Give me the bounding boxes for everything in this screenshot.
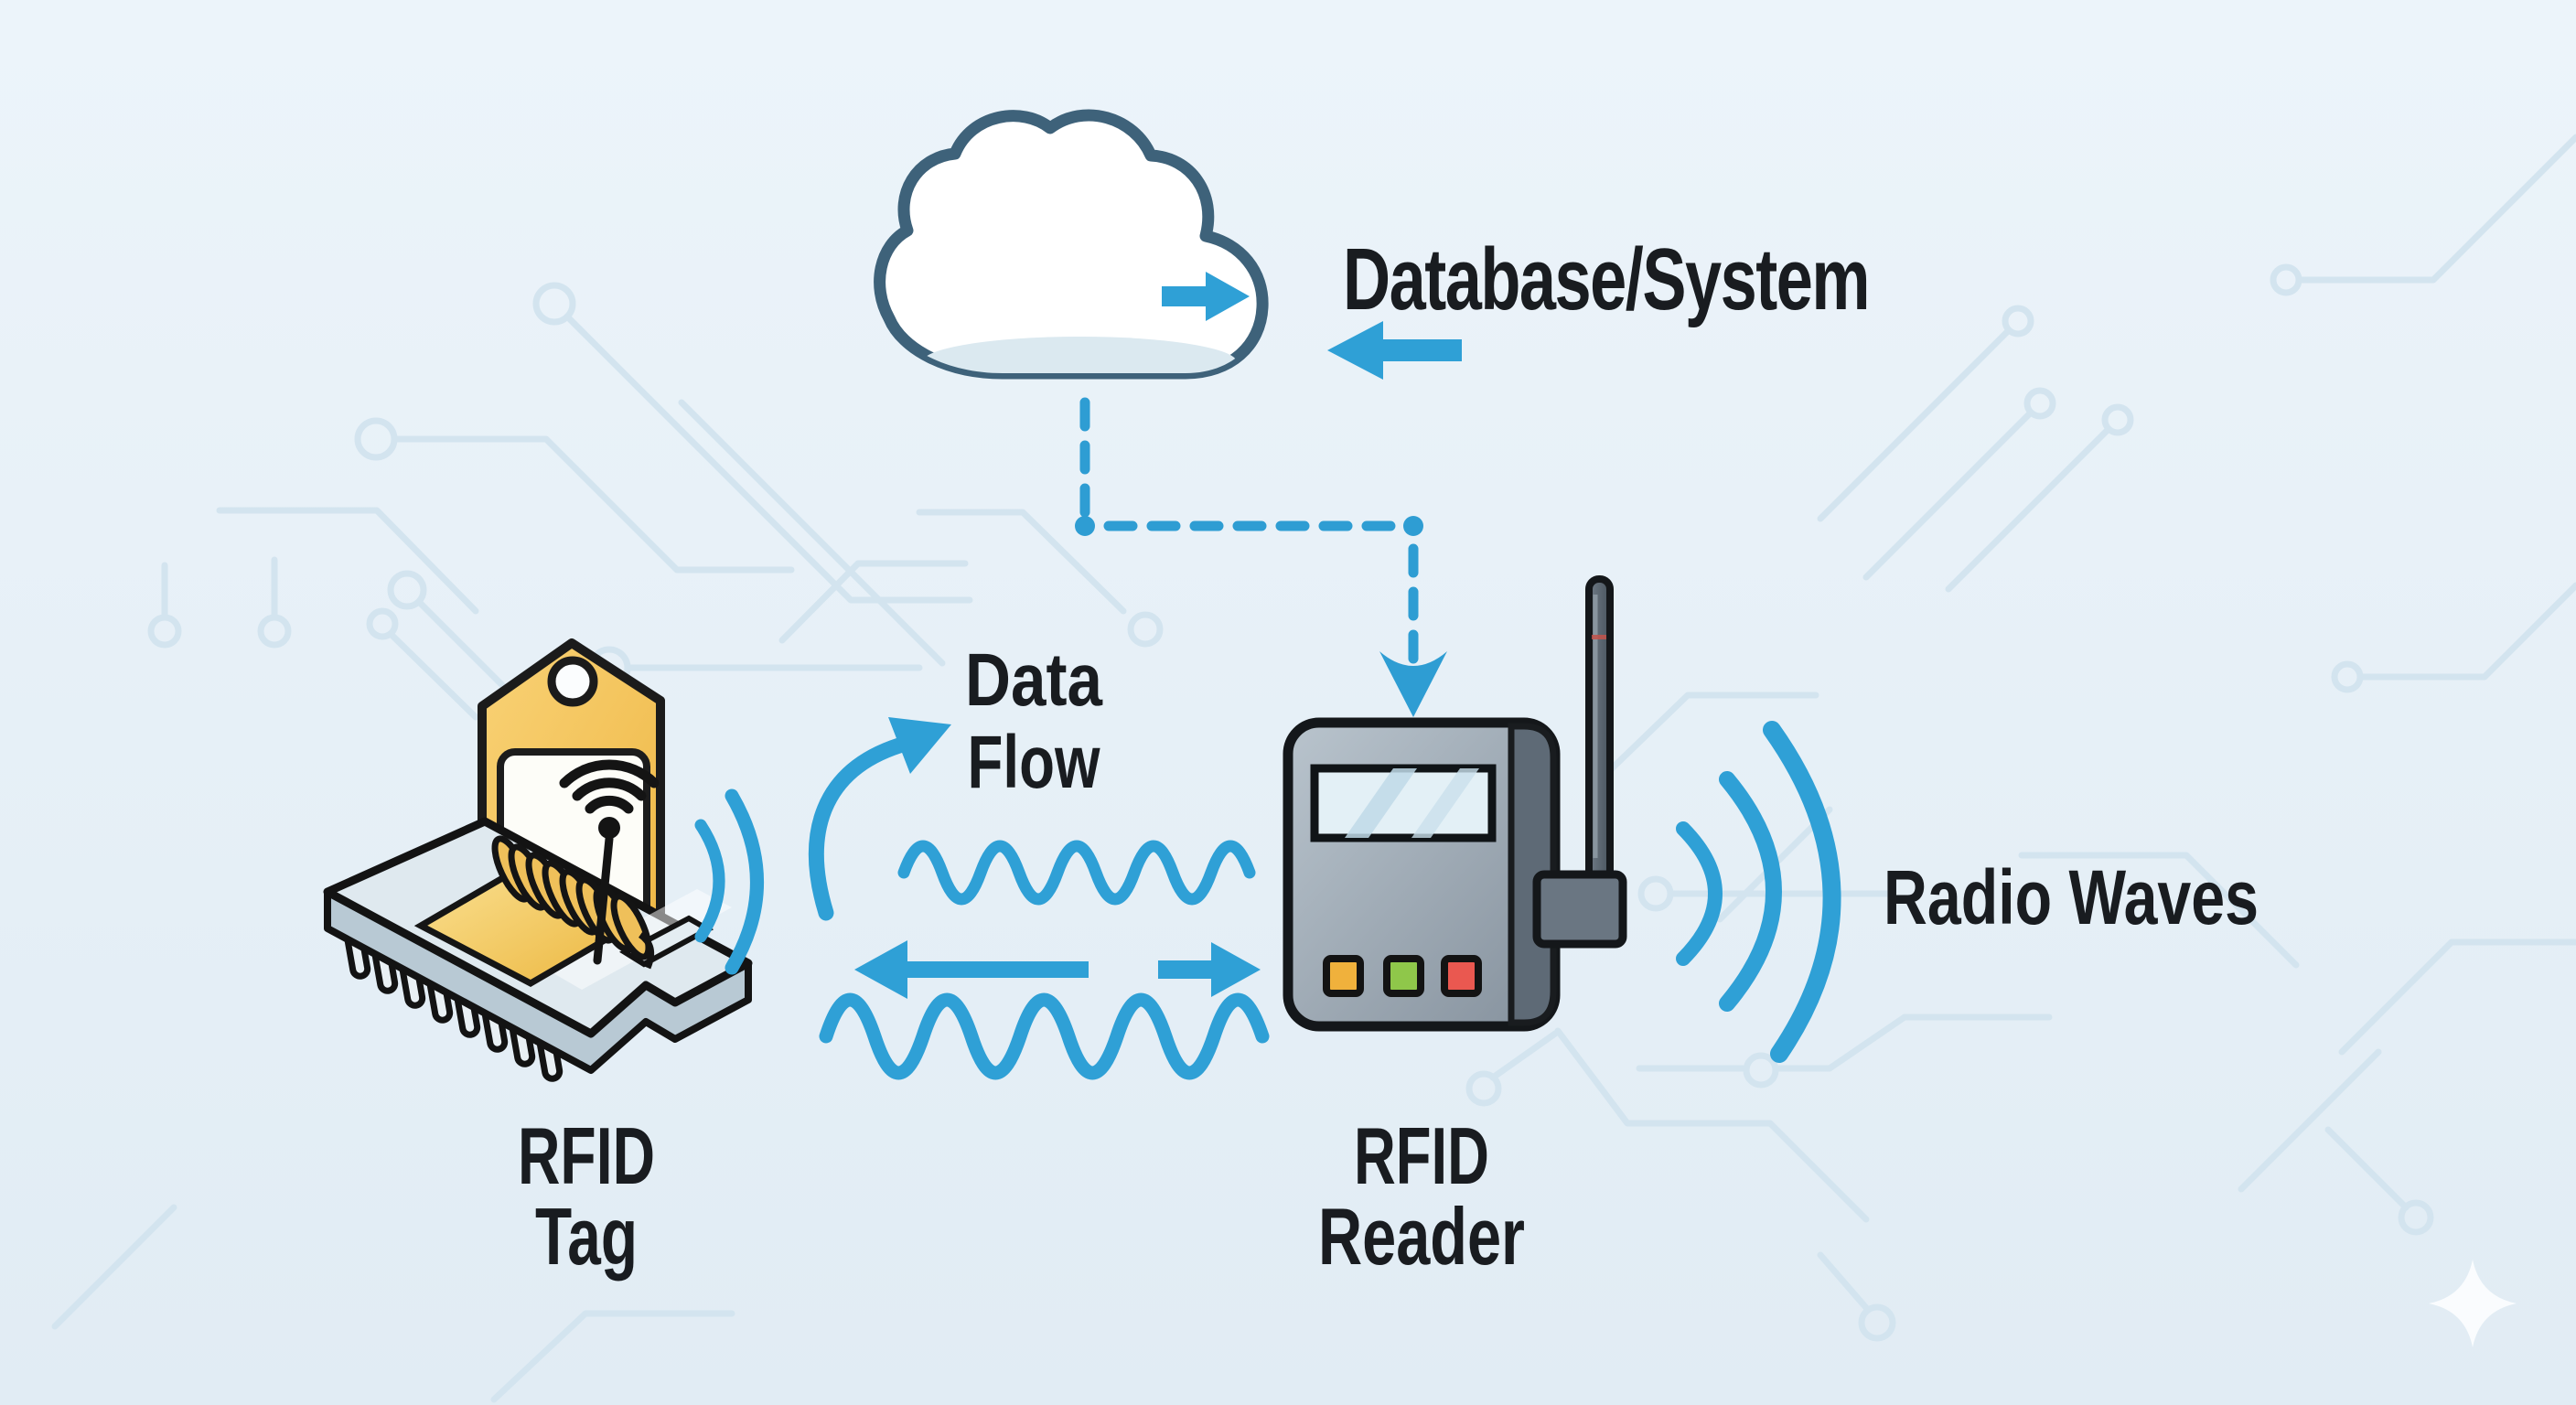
reader-button-red — [1441, 955, 1482, 997]
circuit-pattern — [51, 134, 2576, 1403]
dashed-connector — [1075, 397, 1447, 717]
reader-label-line2: Reader — [1318, 1191, 1525, 1282]
reader-button-yellow — [1323, 955, 1364, 997]
cloud-output-arrow-icon — [1162, 272, 1250, 321]
wifi-icon — [559, 759, 660, 965]
cloud-input-arrow-icon — [1327, 321, 1462, 380]
reader-buttons — [1323, 955, 1482, 997]
radio-waves-label: Radio Waves — [1884, 854, 2259, 940]
tag-hole — [547, 656, 598, 707]
antenna-mount — [1532, 870, 1627, 949]
reader-label-line1: RFID — [1354, 1110, 1489, 1201]
curved-arrow-icon — [808, 717, 951, 921]
rfid-tag-node: RFID Tag — [323, 638, 764, 1282]
radio-wave-arcs-icon — [1676, 721, 1841, 1063]
reader-side-strip — [1508, 723, 1557, 1026]
reader-screen — [1310, 764, 1497, 842]
reader-button-green — [1383, 955, 1424, 997]
antenna-icon — [1585, 575, 1614, 885]
database-label: Database/System — [1343, 231, 1869, 328]
right-arrow-icon — [1158, 942, 1261, 997]
database-node: Database/System — [874, 109, 1871, 380]
wave-line-bottom — [819, 992, 1270, 1080]
data-flow-label-line1: Data — [965, 638, 1103, 722]
left-arrow-icon — [854, 940, 1089, 999]
tag-label-line2: Tag — [535, 1191, 638, 1282]
down-arrowhead-icon — [1379, 651, 1447, 717]
cloud-icon — [874, 109, 1269, 380]
data-flow-annotation: Data Flow — [808, 638, 1270, 1080]
data-flow-label-line2: Flow — [968, 721, 1100, 804]
rfid-reader-node: RFID Reader — [1283, 575, 1627, 1282]
sparkle-icon — [2429, 1260, 2517, 1347]
tag-signal-arcs-icon — [694, 788, 764, 975]
tag-label-line1: RFID — [518, 1110, 655, 1201]
radio-waves-annotation: Radio Waves — [1676, 721, 2259, 1063]
cloud-shade — [922, 337, 1237, 373]
wave-line-top — [897, 840, 1256, 906]
